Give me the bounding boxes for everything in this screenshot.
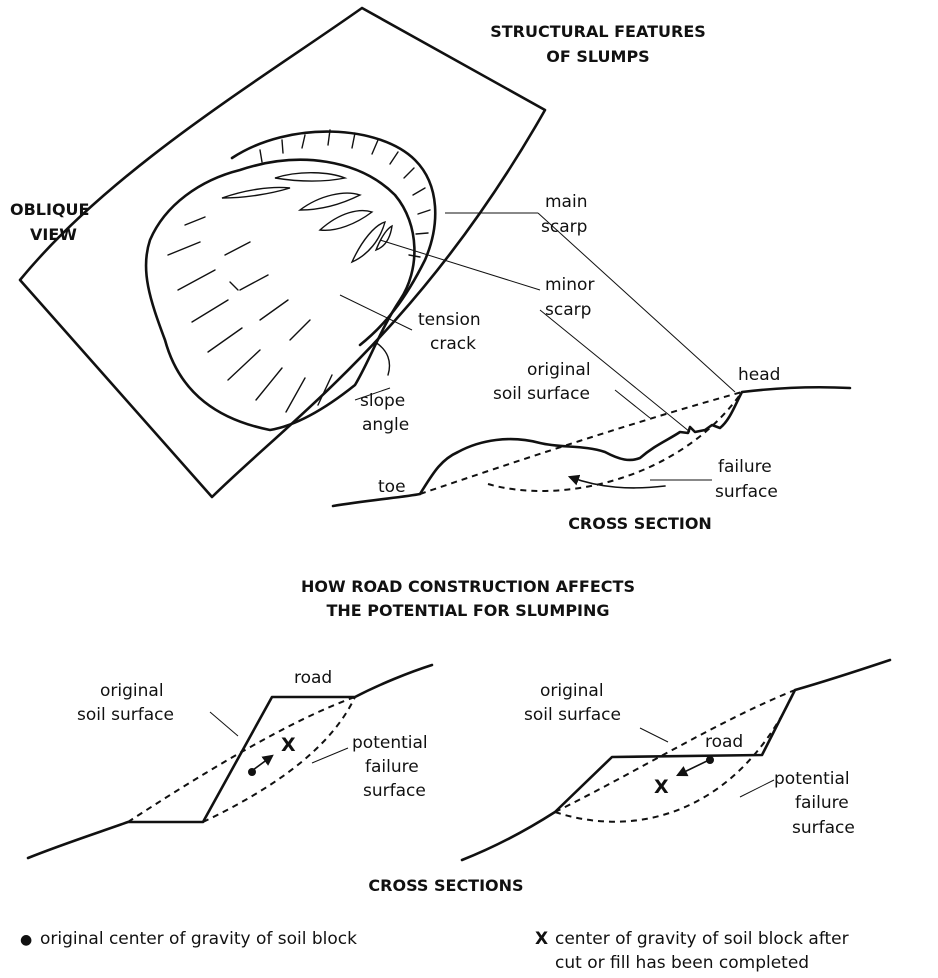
slump-motion-arrow [570, 477, 665, 488]
label-surface: surface [715, 482, 778, 502]
failure-surface-line [488, 392, 742, 491]
label-slope-angle-2: angle [362, 415, 409, 435]
cross-section-title: CROSS SECTION [568, 514, 712, 533]
slump-body [146, 160, 414, 430]
label-main-scarp-2: scarp [541, 217, 587, 237]
left-original-label: original [100, 681, 164, 701]
right-soil-surface-label: soil surface [524, 705, 621, 725]
original-soil-surface-line [420, 392, 742, 494]
label-tension-crack: tension [418, 310, 481, 330]
label-slope-angle: slope [360, 391, 405, 411]
slope-angle-arc [375, 342, 389, 375]
title-line-2: OF SLUMPS [546, 47, 649, 66]
label-main-scarp: main [545, 192, 587, 212]
right-arrow [678, 761, 707, 775]
legend-x-text-2: cut or fill has been completed [555, 953, 809, 973]
left-failure-label: failure [365, 757, 419, 777]
label-original: original [527, 360, 591, 380]
legend-dot-marker: ● [20, 932, 32, 948]
right-original-label: original [540, 681, 604, 701]
cross-sections-title: CROSS SECTIONS [368, 876, 523, 895]
legend-x-text-1: center of gravity of soil block after [555, 929, 849, 949]
left-soil-surface-label: soil surface [77, 705, 174, 725]
left-failure-surface [203, 697, 355, 822]
right-road-label: road [705, 732, 743, 752]
label-toe: toe [378, 477, 406, 497]
right-new-center-x: X [654, 776, 669, 798]
left-road-label: road [294, 668, 332, 688]
label-failure: failure [718, 457, 772, 477]
slope-sheet [20, 8, 545, 497]
left-center-of-gravity-dot [248, 768, 256, 776]
left-failure-leader [312, 748, 348, 763]
right-soil-leader [640, 728, 668, 742]
right-center-of-gravity-dot [706, 756, 714, 764]
tension-cracks [168, 217, 332, 412]
right-surface-label: surface [792, 818, 855, 838]
minor-scarps [222, 173, 392, 262]
left-soil-leader [210, 712, 238, 736]
label-tension-crack-2: crack [430, 334, 476, 354]
right-potential-label: potential [774, 769, 850, 789]
label-minor-scarp-2: scarp [545, 300, 591, 320]
right-failure-label: failure [795, 793, 849, 813]
legend-dot-text: original center of gravity of soil block [40, 929, 357, 949]
right-failure-leader [740, 780, 774, 797]
label-head: head [738, 365, 780, 385]
section2-title-1: HOW ROAD CONSTRUCTION AFFECTS [301, 577, 635, 596]
leader-lines [340, 213, 735, 480]
left-potential-label: potential [352, 733, 428, 753]
left-surface-label: surface [363, 781, 426, 801]
oblique-view-label: OBLIQUE [10, 200, 89, 219]
left-new-center-x: X [281, 734, 296, 756]
label-minor-scarp: minor [545, 275, 594, 295]
legend-x-marker: X [535, 929, 548, 949]
left-arrow [253, 756, 272, 770]
label-soil-surface: soil surface [493, 384, 590, 404]
title-line-1: STRUCTURAL FEATURES [490, 22, 706, 41]
section2-title-2: THE POTENTIAL FOR SLUMPING [326, 601, 609, 620]
